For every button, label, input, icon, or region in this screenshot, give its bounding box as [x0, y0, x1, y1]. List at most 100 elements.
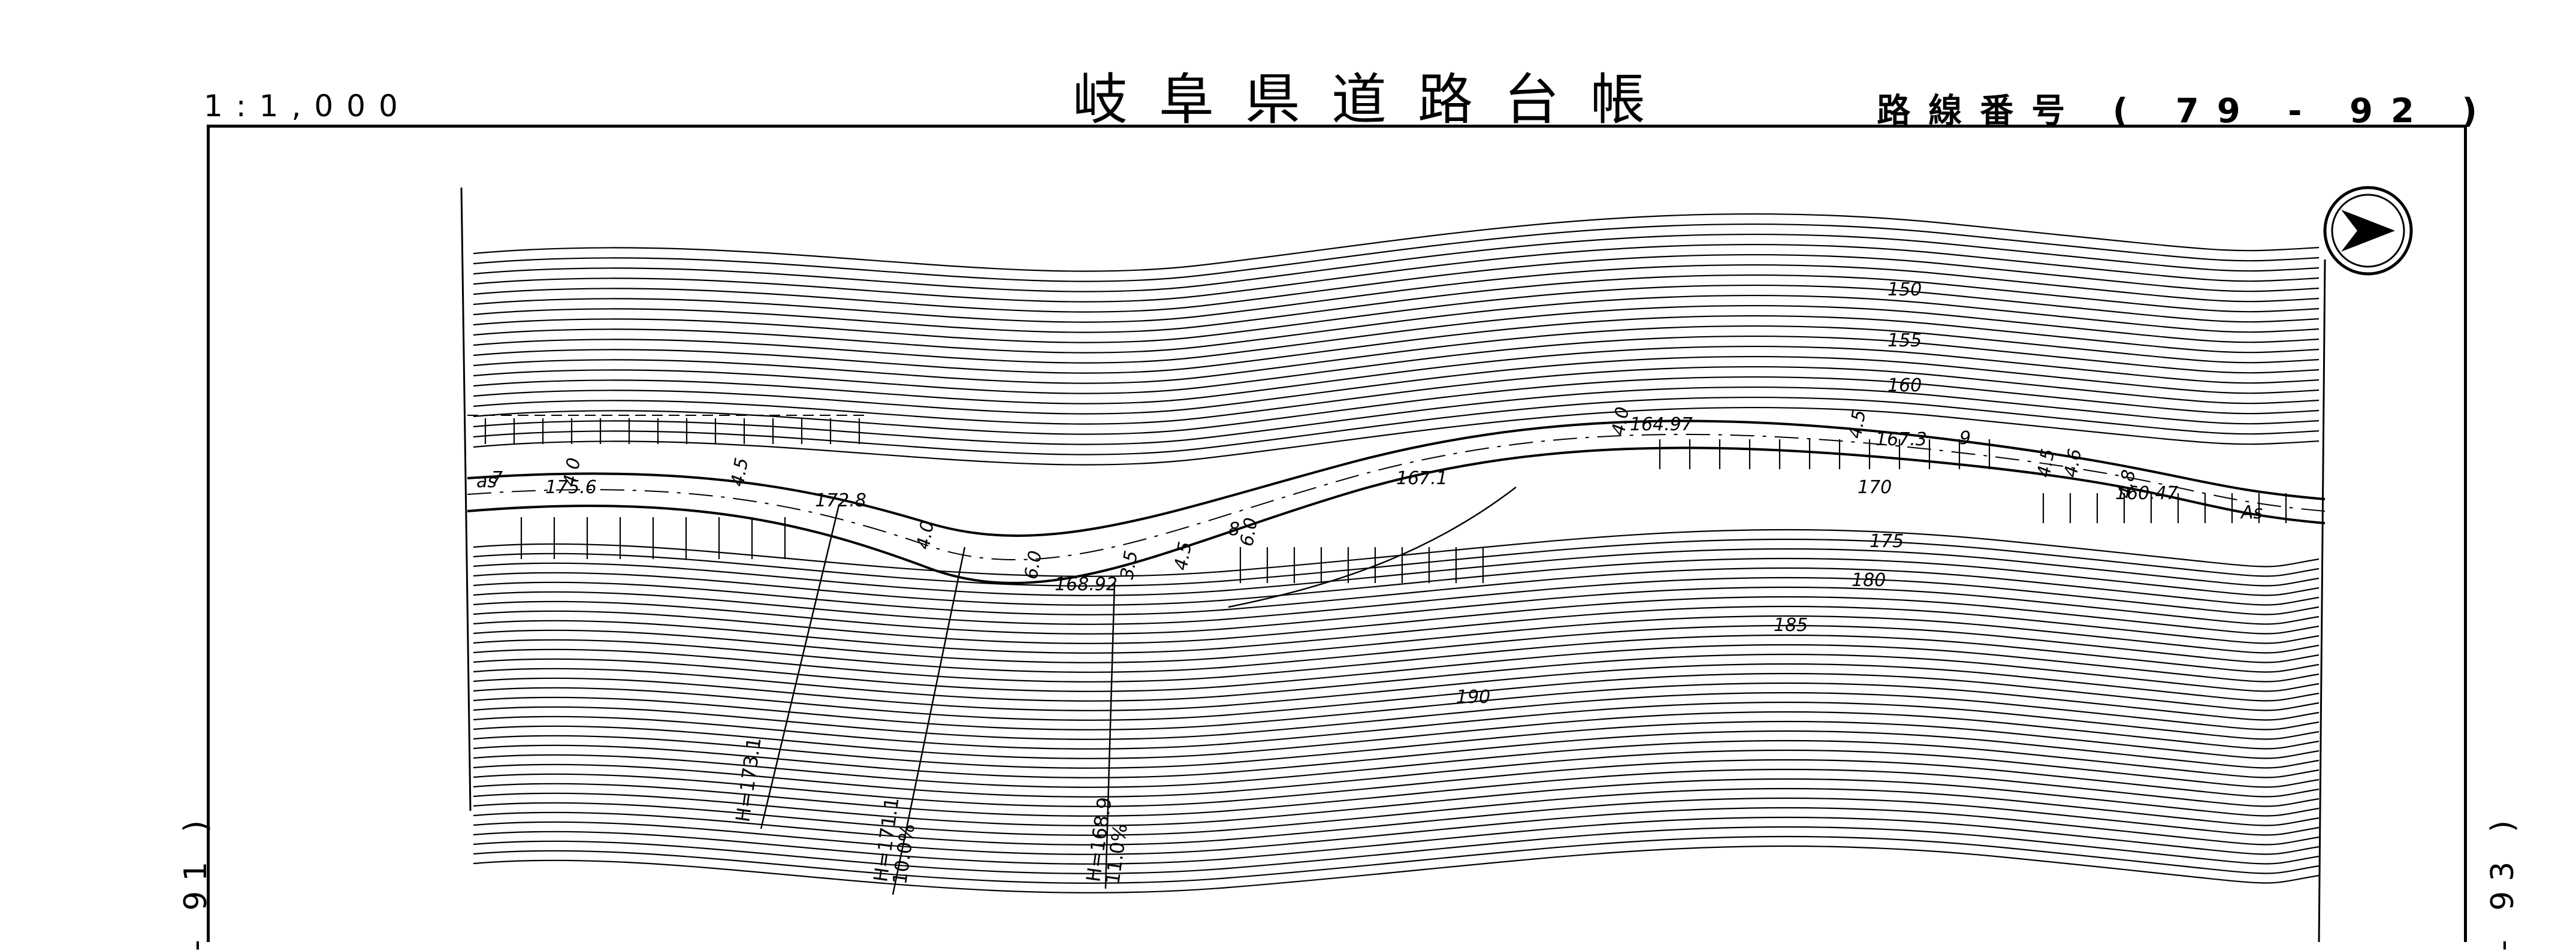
contour-label: 170: [1858, 477, 1892, 498]
contour-line-south: [473, 778, 2320, 826]
contour-line-south: [473, 682, 2320, 730]
contour-lines: [473, 213, 2320, 893]
contour-line-south: [473, 768, 2320, 817]
road-surface-label: As: [2240, 502, 2263, 523]
road-width-label: 3.5: [1116, 549, 1142, 581]
match-line-left: [460, 187, 472, 811]
contour-line-north: [473, 366, 2320, 425]
contour-line-north: [473, 284, 2320, 343]
contour-line-south: [473, 624, 2320, 673]
contour-line-south: [473, 596, 2320, 644]
contour-line-south: [473, 634, 2320, 683]
grade-leader-line: [760, 505, 840, 829]
contour-line-south: [473, 835, 2320, 884]
contour-line-south: [473, 759, 2320, 807]
road-width-label: 4.0: [913, 519, 938, 551]
match-line-right: [2318, 259, 2326, 942]
contour-line-south: [473, 653, 2320, 702]
page-title: 岐阜県道路台帳: [1073, 68, 1677, 132]
contour-line-south: [473, 739, 2320, 788]
elevation-label: 167.1: [1396, 468, 1448, 489]
map-scale: 1:1,000: [204, 89, 411, 123]
road-width-label: 4.5: [2033, 447, 2059, 479]
contour-line-south: [473, 615, 2320, 663]
contour-line-north: [473, 264, 2320, 323]
road-width-label: 4.5: [1170, 540, 1196, 572]
contour-line-north: [473, 274, 2320, 333]
contour-line-north: [473, 315, 2320, 374]
contour-line-north: [473, 213, 2320, 272]
contour-label: 150: [1888, 279, 1922, 300]
route-number: 路線番号 ( 79 - 92 ): [1877, 92, 2495, 131]
contour-line-south: [473, 644, 2320, 692]
road-edge-bottom: [467, 446, 2326, 584]
elevation-label: 168.92: [1055, 574, 1118, 595]
road-width-label: 4.5: [1844, 408, 1870, 440]
station-number: 8: [1228, 519, 1240, 540]
road-edge-top: [467, 419, 2326, 537]
contour-line-south: [473, 807, 2320, 855]
contour-line-north: [473, 304, 2320, 364]
contour-line-north: [473, 233, 2320, 292]
elevation-label: 167.3: [1876, 429, 1927, 450]
contour-line-south: [473, 586, 2320, 635]
contour-line-south: [473, 663, 2320, 711]
contour-line-south: [473, 701, 2320, 750]
contour-line-south: [473, 787, 2320, 836]
contour-line-north: [473, 223, 2320, 282]
grade-leader-line: [1104, 582, 1116, 889]
contour-line-south: [473, 730, 2320, 778]
contour-label: 185: [1774, 615, 1808, 636]
adjacent-sheet-right: - 93 ): [2485, 810, 2521, 951]
contour-line-north: [473, 294, 2320, 354]
road-width-label: 6.0: [1236, 516, 1262, 548]
contour-line-south: [473, 816, 2320, 865]
road-centerline: [467, 433, 2326, 560]
road-width-label: 6.0: [1020, 549, 1046, 581]
contour-line-north: [473, 325, 2320, 384]
contour-line-south: [473, 720, 2320, 769]
contour-line-south: [473, 567, 2320, 615]
contour-line-north: [473, 345, 2320, 404]
contour-line-south: [473, 797, 2320, 846]
elevation-label: 164.97: [1630, 414, 1693, 435]
station-number: 9: [1959, 428, 1971, 449]
road-width-label: 4.5: [727, 456, 753, 488]
contour-line-south: [473, 557, 2320, 606]
contour-line-south: [473, 826, 2320, 874]
contour-line-north: [473, 335, 2320, 394]
grade-elevation-label: H=173.1: [731, 736, 765, 823]
contour-line-north: [473, 243, 2320, 303]
road-width-label: 4.0: [559, 456, 585, 488]
contour-line-north: [473, 253, 2320, 313]
contour-label: 175: [1870, 531, 1904, 552]
road-width-label: 4.0: [1608, 405, 1633, 437]
contour-line-south: [473, 529, 2320, 577]
contour-line-south: [473, 576, 2320, 625]
road: [467, 415, 2326, 608]
elevation-label: 172.8: [815, 490, 866, 511]
road-surface-label: as: [476, 471, 497, 492]
contour-label: 190: [1456, 687, 1490, 708]
contour-line-south: [473, 711, 2320, 759]
north-arrow-icon: [2323, 186, 2413, 276]
contour-line-south: [473, 548, 2320, 596]
contour-line-south: [473, 538, 2320, 587]
road-width-label: 4.6: [2060, 447, 2086, 479]
contour-label: 180: [1852, 570, 1886, 591]
contour-line-south: [473, 845, 2320, 893]
elevation-label: 175.6: [545, 477, 597, 498]
contour-line-north: [473, 355, 2320, 415]
station-number: 7: [491, 468, 503, 489]
contour-label: 160: [1888, 375, 1922, 396]
elevation-label: 160.47: [2115, 483, 2178, 504]
grade-leader-line: [892, 547, 966, 895]
contour-line-south: [473, 749, 2320, 798]
slope-hatching: [484, 418, 2287, 583]
contour-line-north: [473, 406, 2320, 466]
road-width-label: 4.8: [2114, 468, 2140, 500]
